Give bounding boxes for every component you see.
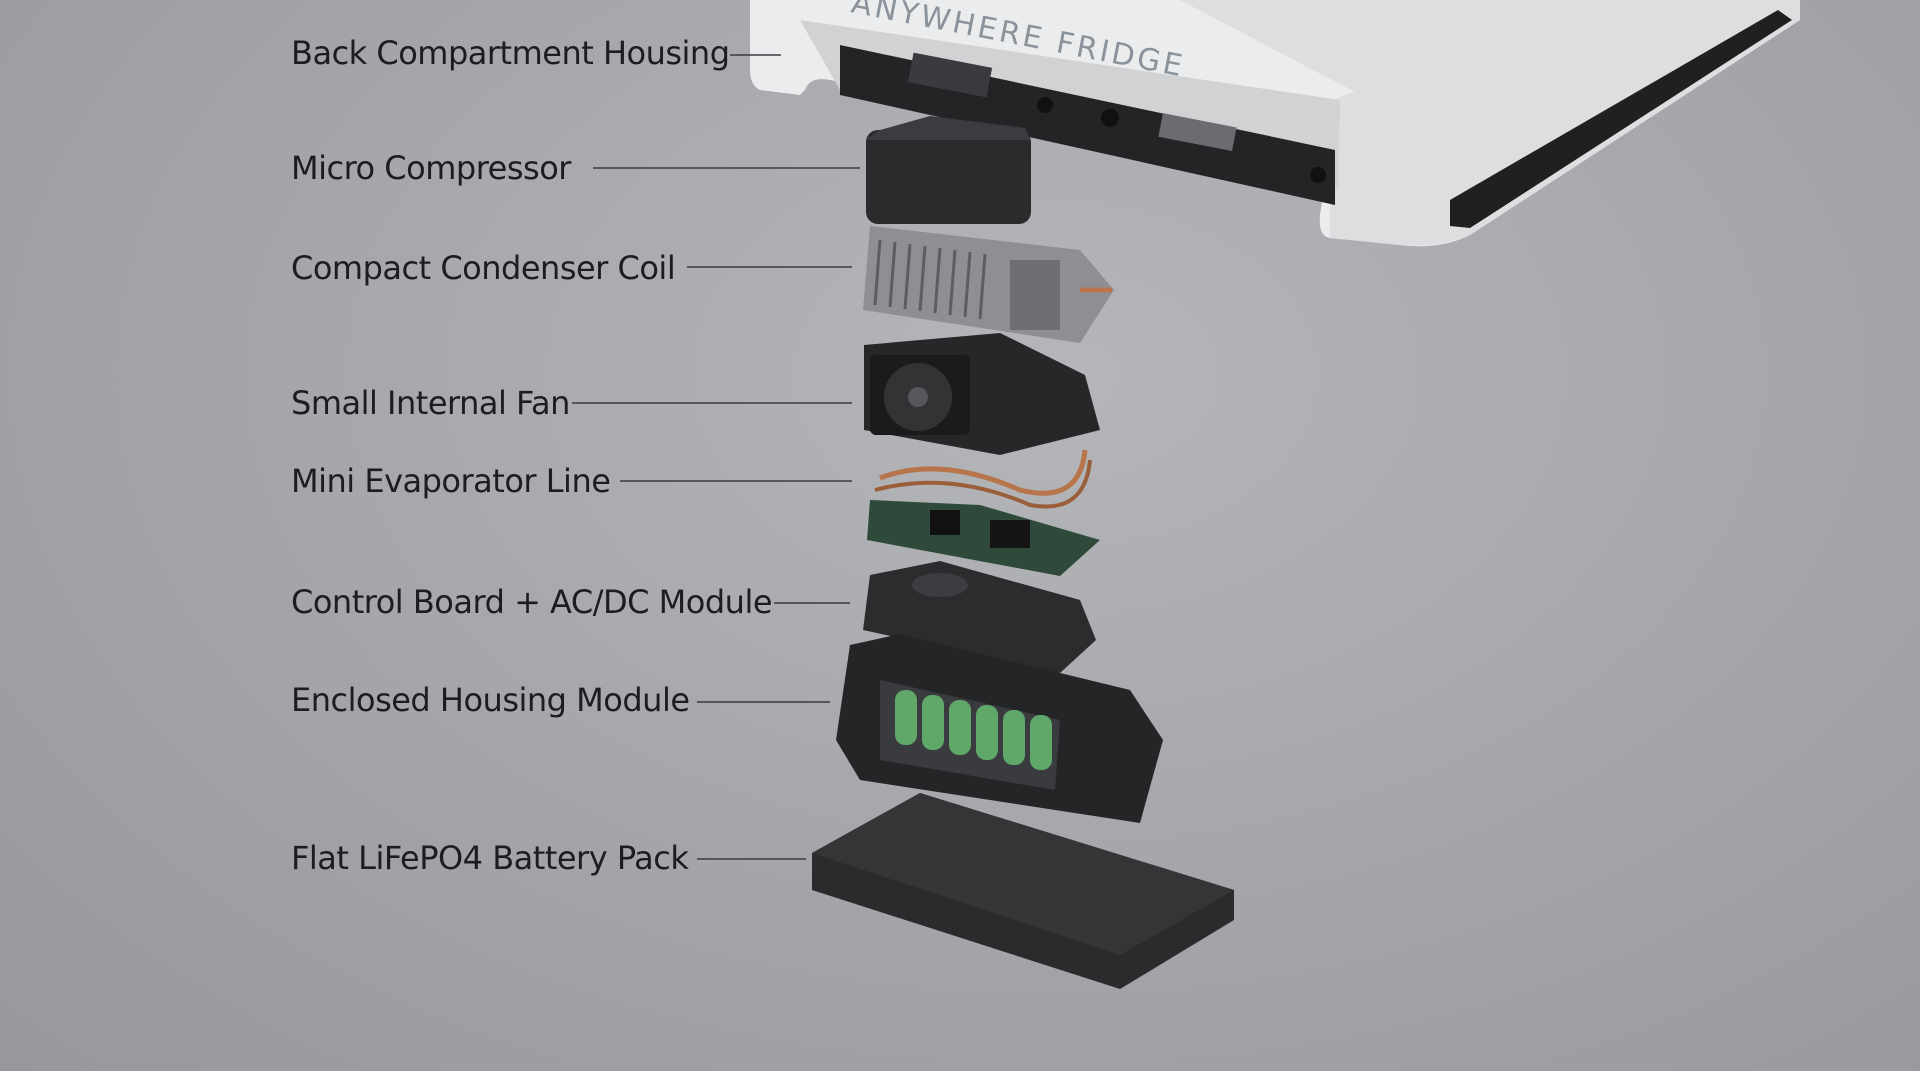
label-compact-condenser-coil: Compact Condenser Coil [291,249,676,287]
label-control-board-acdc-module: Control Board + AC/DC Module [291,583,773,621]
micro-compressor-part [866,116,1031,224]
leader-lines [572,54,860,860]
label-enclosed-housing-module: Enclosed Housing Module [291,681,690,719]
label-mini-evaporator-line: Mini Evaporator Line [291,462,611,500]
label-small-internal-fan: Small Internal Fan [291,384,570,422]
battery-pack-part [812,793,1234,989]
enclosed-housing-part [836,634,1163,823]
internal-fan-part [864,333,1100,455]
evaporator-line-part [867,449,1100,576]
condenser-coil-part [863,226,1114,343]
label-back-compartment-housing: Back Compartment Housing [291,34,730,72]
label-micro-compressor: Micro Compressor [291,149,571,187]
label-flat-lifepo4-battery-pack: Flat LiFePO4 Battery Pack [291,839,689,877]
control-board-part [863,561,1096,673]
fridge-body: ANYWHERE FRIDGE [750,0,1800,247]
